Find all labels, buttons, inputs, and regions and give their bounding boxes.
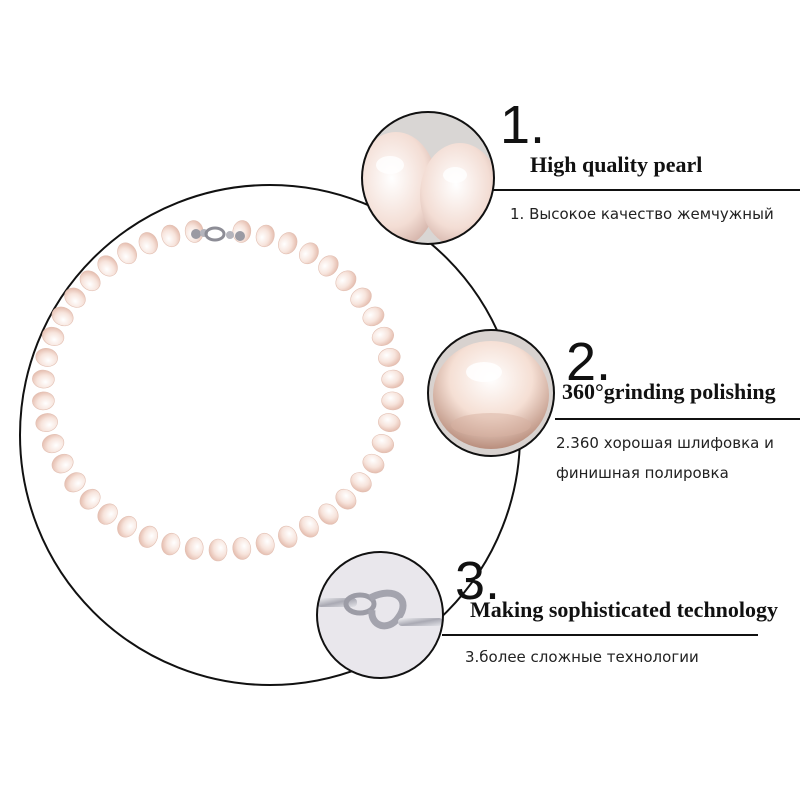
necklace-pearl (32, 369, 55, 389)
necklace-pearl (208, 538, 228, 562)
feature-2-number: 2. (566, 332, 612, 392)
necklace-pearl (299, 242, 319, 265)
necklace-pearl (35, 348, 58, 367)
necklace-pearl (350, 472, 372, 493)
necklace-pearl (32, 391, 55, 411)
feature-1-rule (492, 189, 800, 191)
feature-2-rule (555, 418, 800, 420)
necklace-pearl (335, 488, 357, 510)
necklace-pearl (378, 348, 401, 367)
necklace-pearl (318, 255, 339, 277)
necklace-pearl (350, 287, 372, 308)
necklace-pearl (138, 525, 158, 548)
necklace-pearl (232, 537, 252, 560)
necklace-pearl (42, 434, 65, 454)
necklace-pearl (64, 287, 86, 308)
necklace-pearl (318, 503, 339, 525)
zoom-circle-polishing (427, 329, 555, 457)
necklace-pearl (362, 453, 385, 474)
feature-3-title: Making sophisticated technology (470, 597, 779, 622)
necklace-pearl (371, 326, 394, 346)
necklace-pearl (138, 232, 158, 255)
feature-1-description-line-1: 1. Высокое качество жемчужный (510, 205, 774, 223)
necklace-pearl (378, 413, 401, 432)
pearl-necklace (32, 220, 404, 562)
necklace-pearl (42, 326, 65, 346)
necklace-pearl (161, 532, 181, 556)
necklace-pearl (97, 503, 118, 525)
necklace-pearl (64, 472, 86, 493)
feature-1-title: High quality pearl (530, 152, 703, 177)
necklace-pearl (51, 306, 74, 327)
necklace-pearl (371, 434, 394, 454)
feature-1-number: 1. (500, 95, 546, 155)
feature-2-title: 360°grinding polishing (562, 379, 776, 404)
necklace-clasp (191, 226, 245, 242)
necklace-pearl (51, 453, 74, 474)
feature-3-rule (442, 634, 758, 636)
feature-3-description-line-1: 3.более сложные технологии (465, 648, 699, 666)
necklace-pearl (278, 232, 298, 255)
zoom-circle-pearl-quality (361, 111, 495, 245)
necklace-pearl (255, 532, 275, 556)
necklace-pearl (79, 488, 101, 510)
necklace-pearl (161, 224, 181, 248)
necklace-pearl (35, 413, 58, 432)
necklace-pearl (381, 391, 404, 411)
necklace-pearl (335, 270, 357, 292)
necklace-pearl (255, 224, 275, 248)
feature-2-description-line-1: 2.360 хорошая шлифовка и (556, 434, 774, 452)
zoom-circle-clasp (316, 551, 444, 679)
necklace-pearl (184, 537, 204, 560)
necklace-pearl (97, 255, 118, 277)
feature-3-number: 3. (455, 551, 501, 611)
feature-2-description-line-2: финишная полировка (556, 464, 729, 482)
necklace-pearl (381, 369, 404, 389)
necklace-pearl (278, 525, 298, 548)
necklace-pearl (79, 270, 101, 292)
necklace-pearl (117, 242, 137, 265)
necklace-pearl (117, 515, 137, 538)
necklace-pearl (362, 306, 385, 327)
necklace-pearl (299, 515, 319, 538)
